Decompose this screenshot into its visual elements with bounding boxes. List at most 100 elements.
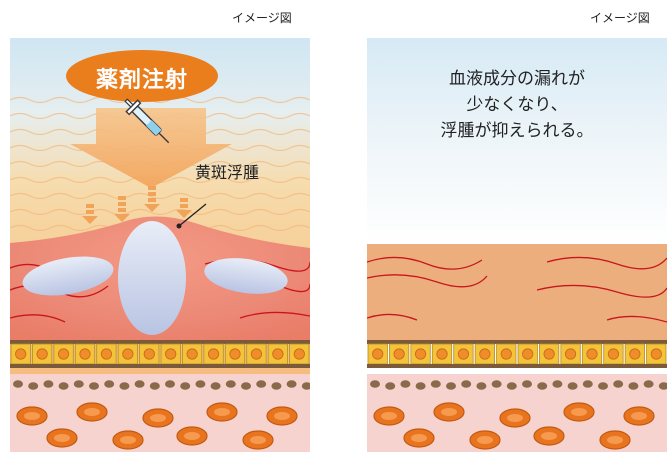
cell-nucleus bbox=[122, 348, 134, 360]
cell-nucleus bbox=[79, 348, 91, 360]
pigment-dot bbox=[522, 380, 532, 388]
red-blood-cell-center bbox=[84, 408, 100, 416]
cell-nucleus bbox=[564, 348, 577, 360]
cell-nucleus bbox=[272, 348, 284, 360]
pigment-dot bbox=[385, 382, 396, 390]
lower-cells bbox=[13, 380, 310, 450]
pigment-dot bbox=[430, 380, 441, 388]
pigment-dot bbox=[28, 382, 39, 390]
after-panel: 血液成分の漏れが 少なくなり、 浮腫が抑えられる。 bbox=[367, 38, 667, 452]
pigment-dot bbox=[476, 382, 487, 390]
before-panel: 薬剤注射 黄斑浮腫 bbox=[10, 38, 310, 452]
lower-cells bbox=[370, 380, 667, 450]
red-blood-cell-center bbox=[214, 408, 230, 416]
cell-nucleus bbox=[250, 348, 263, 360]
blood-vessels bbox=[367, 256, 667, 323]
pigment-dot bbox=[446, 382, 456, 390]
pigment-dot bbox=[628, 382, 639, 390]
pigment-dot bbox=[598, 382, 608, 390]
pigment-dot bbox=[241, 382, 251, 390]
pigment-dot bbox=[461, 380, 472, 388]
background-gradient bbox=[367, 38, 667, 244]
cell-nucleus bbox=[143, 348, 155, 360]
cell-nucleus bbox=[393, 348, 405, 360]
fluid-blob-right bbox=[204, 258, 288, 294]
cell-nucleus bbox=[186, 348, 198, 360]
red-blood-cell-center bbox=[54, 434, 70, 442]
pigment-dot bbox=[256, 380, 267, 388]
red-blood-cell-center bbox=[184, 432, 200, 440]
injection-label: 薬剤注射 bbox=[95, 68, 188, 93]
cell-nucleus bbox=[414, 348, 427, 360]
injection-badge bbox=[66, 50, 218, 102]
pigment-dot bbox=[104, 380, 115, 388]
pigment-dot bbox=[400, 380, 411, 388]
cell-border-top bbox=[367, 340, 667, 344]
cell-nucleus bbox=[607, 348, 620, 360]
edema-label: 黄斑浮腫 bbox=[195, 163, 260, 182]
cell-nucleus bbox=[57, 348, 70, 360]
cell-nucleus bbox=[36, 348, 48, 360]
red-blood-cell-center bbox=[631, 412, 647, 420]
cell-nucleus bbox=[457, 348, 470, 360]
red-blood-cell-center bbox=[150, 414, 166, 422]
result-line-2: 少なくなり、 bbox=[466, 95, 568, 115]
pigment-dot bbox=[506, 382, 517, 390]
caption-left: イメージ図 bbox=[232, 11, 292, 25]
pigment-dot bbox=[286, 380, 297, 388]
pigment-dot bbox=[13, 380, 23, 388]
cell-nucleus bbox=[629, 348, 641, 360]
pigment-dot bbox=[43, 380, 54, 388]
result-text: 血液成分の漏れが 少なくなり、 浮腫が抑えられる。 bbox=[387, 66, 647, 144]
red-blood-cell-center bbox=[507, 414, 523, 422]
red-blood-cell-center bbox=[411, 434, 427, 442]
result-line-1: 血液成分の漏れが bbox=[449, 69, 585, 89]
pigment-dot bbox=[415, 382, 426, 390]
pressure-arrows bbox=[82, 186, 192, 224]
red-blood-cell-center bbox=[381, 412, 397, 420]
pigment-dot bbox=[271, 382, 282, 390]
red-blood-cell-center bbox=[607, 436, 623, 444]
pigment-dot bbox=[370, 380, 380, 388]
pigment-dot bbox=[491, 380, 502, 388]
pigment-dot bbox=[89, 382, 99, 390]
syringe-icon bbox=[124, 98, 170, 144]
pigment-dot bbox=[643, 380, 654, 388]
cell-nucleus bbox=[479, 348, 491, 360]
cell-nucleus bbox=[650, 348, 662, 360]
cell-layer bbox=[367, 340, 667, 368]
before-illustration bbox=[10, 38, 310, 452]
pigment-dot bbox=[582, 380, 593, 388]
pigment-dot bbox=[180, 382, 191, 390]
pigment-dot bbox=[165, 380, 175, 388]
red-blood-cell-center bbox=[274, 412, 290, 420]
pigment-dot bbox=[552, 380, 563, 388]
cell-layer bbox=[10, 340, 310, 368]
red-blood-cell-center bbox=[250, 436, 266, 444]
pigment-dot bbox=[73, 380, 84, 388]
pigment-dot bbox=[149, 382, 160, 390]
fluid-blob-left bbox=[22, 256, 114, 296]
big-down-arrow bbox=[70, 108, 232, 188]
cell-nucleus bbox=[500, 348, 512, 360]
cell-nucleus bbox=[165, 348, 177, 360]
cell-nucleus bbox=[586, 348, 598, 360]
pigment-dot bbox=[658, 382, 667, 390]
red-blood-cell-center bbox=[541, 432, 557, 440]
result-line-3: 浮腫が抑えられる。 bbox=[440, 121, 594, 141]
cell-border-bottom bbox=[367, 364, 667, 368]
pointer-line-icon bbox=[176, 203, 207, 229]
pigment-dot bbox=[301, 382, 310, 390]
fluid-blob-center bbox=[118, 221, 186, 335]
pigment-dot bbox=[119, 382, 130, 390]
red-blood-cell-center bbox=[120, 436, 136, 444]
red-blood-cell-center bbox=[571, 408, 587, 416]
pigment-dot bbox=[58, 382, 69, 390]
cell-nucleus bbox=[100, 348, 113, 360]
pigment-dot bbox=[134, 380, 145, 388]
pigment-dot bbox=[210, 382, 221, 390]
cell-nucleus bbox=[207, 348, 220, 360]
pigment-dot bbox=[195, 380, 206, 388]
pigment-dot bbox=[567, 382, 578, 390]
pigment-dot bbox=[613, 380, 624, 388]
